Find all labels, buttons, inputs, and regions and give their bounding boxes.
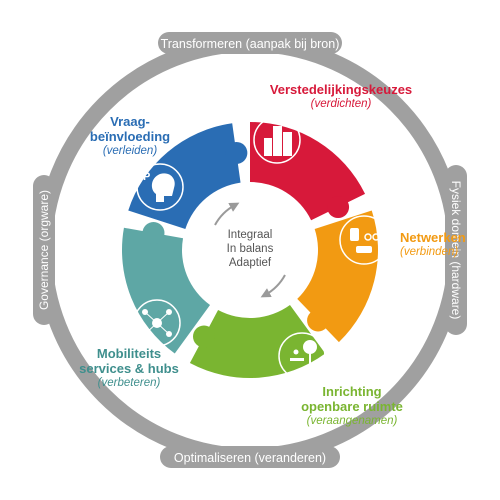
segment-connector-verstedelijking xyxy=(327,196,350,219)
center-values: Integraal In balans Adaptief xyxy=(205,228,295,270)
label-vraag-subtitle: (verleiden) xyxy=(102,145,158,157)
ring-pill-bottom xyxy=(160,446,340,468)
svg-text:P: P xyxy=(143,171,150,183)
label-inrichting-title-2: openbare ruimte xyxy=(301,399,403,414)
label-vraag-title-1: Vraag- xyxy=(110,114,150,129)
center-line-3: Adaptief xyxy=(228,257,272,269)
label-netwerken-subtitle: (verbinden) xyxy=(400,246,459,258)
cycle-arrow-top-icon xyxy=(214,202,240,226)
label-inrichting-title-1: Inrichting xyxy=(322,384,382,399)
ring-label-right: Fysiek domein (hardware) xyxy=(449,181,463,320)
label-mobiliteit-title-1: Mobiliteits xyxy=(96,346,162,361)
label-netwerken-title: Netwerken xyxy=(400,230,466,245)
segment-connector-mobiliteit xyxy=(142,221,165,244)
label-mobiliteit: Mobiliteits services & hubs (verbeteren) xyxy=(74,346,184,391)
label-netwerken: Netwerken (verbinden) xyxy=(400,230,466,260)
label-inrichting: Inrichting openbare ruimte (veraangename… xyxy=(292,384,412,429)
hub-network-icon xyxy=(133,299,181,347)
ring-pill-top xyxy=(158,32,342,54)
label-mobiliteit-subtitle: (verbeteren) xyxy=(97,377,161,389)
segment-mobiliteit xyxy=(122,227,211,354)
label-verstedelijking-subtitle: (verdichten) xyxy=(310,98,372,110)
label-mobiliteit-title-2: services & hubs xyxy=(79,361,179,376)
head-puzzle-icon: P xyxy=(136,163,184,211)
label-inrichting-subtitle: (veraangenamen) xyxy=(306,415,398,427)
ring-pill-right xyxy=(445,165,467,335)
segment-connector-netwerken xyxy=(307,309,330,332)
label-vraag: Vraag- beïnvloeding (verleiden) xyxy=(86,114,174,159)
segment-netwerken xyxy=(297,210,378,343)
buildings-icon xyxy=(253,116,301,164)
ring-label-top: Transformeren (aanpak bij bron) xyxy=(161,37,340,51)
ring-label-left: Governance (orgware) xyxy=(37,190,51,310)
segment-connector-vraag xyxy=(225,141,248,164)
cycle-arrow-bottom-icon xyxy=(260,274,286,298)
transport-modes-icon xyxy=(339,215,389,265)
segment-vraag xyxy=(128,123,241,229)
park-bench-icon xyxy=(278,332,326,380)
segment-connector-inrichting xyxy=(192,325,215,348)
ring-pill-left xyxy=(33,175,55,325)
center-line-1: Integraal xyxy=(227,229,273,241)
label-verstedelijking-title: Verstedelijkingskeuzes xyxy=(269,82,413,97)
ring-label-bottom: Optimaliseren (veranderen) xyxy=(174,451,326,465)
label-verstedelijking: Verstedelijkingskeuzes (verdichten) xyxy=(246,82,436,112)
center-line-2: In balans xyxy=(226,243,274,255)
label-vraag-title-2: beïnvloeding xyxy=(89,129,171,144)
